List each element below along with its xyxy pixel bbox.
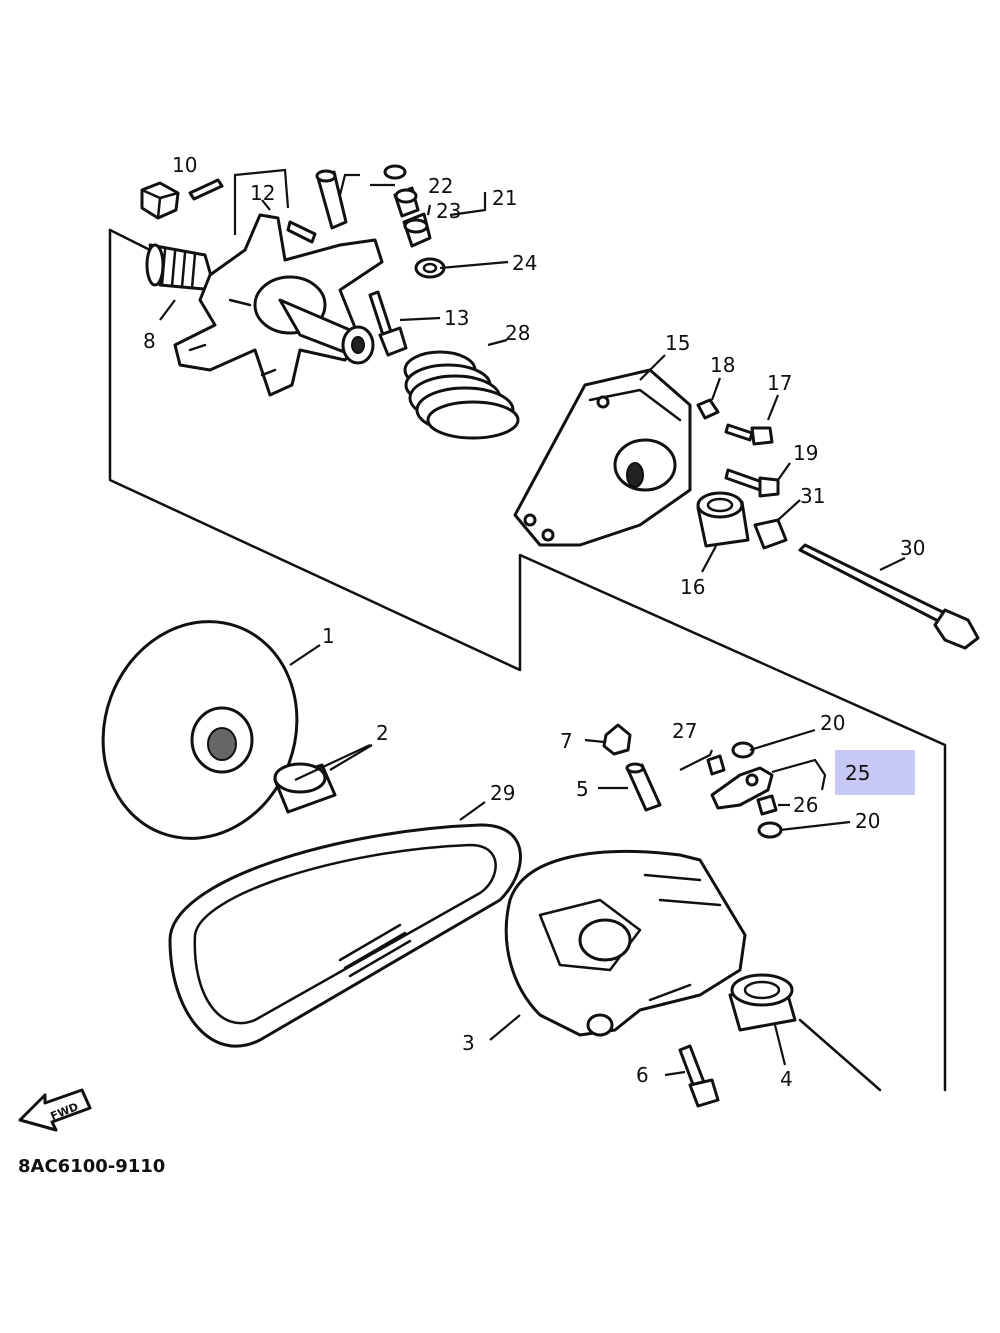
- part-28-spring: [403, 350, 520, 440]
- label-part-3: 3: [462, 1031, 475, 1055]
- label-part-31: 31: [800, 484, 825, 508]
- part-19-bolt: [724, 468, 780, 498]
- label-part-10: 10: [172, 153, 197, 177]
- label-part-15: 15: [665, 331, 690, 355]
- label-part-16: 16: [680, 575, 705, 599]
- diagram-code: 8AC6100-9110: [18, 1156, 165, 1177]
- label-part-20-upper: 20: [820, 711, 845, 735]
- label-part-5: 5: [576, 777, 589, 801]
- part-30-long-bolt: [798, 543, 980, 650]
- part-24-washer: [414, 257, 446, 279]
- part-7-nut: [602, 723, 632, 756]
- label-part-22: 22: [428, 174, 453, 198]
- label-part-18: 18: [710, 353, 735, 377]
- part-10-block: [140, 178, 224, 220]
- label-part-2: 2: [376, 721, 389, 745]
- label-part-27: 27: [672, 719, 697, 743]
- label-part-4: 4: [780, 1067, 793, 1091]
- label-part-23: 23: [436, 199, 461, 223]
- part-26-roller: [756, 794, 778, 816]
- label-part-12: 12: [250, 181, 275, 205]
- label-part-20-lower: 20: [855, 809, 880, 833]
- part-31-nut: [753, 518, 788, 550]
- part-17-bolt: [724, 423, 774, 446]
- part-21-adjuster: [383, 164, 432, 248]
- label-part-7: 7: [560, 729, 573, 753]
- label-part-26: 26: [793, 793, 818, 817]
- label-part-24: 24: [512, 251, 537, 275]
- label-part-1: 1: [322, 624, 335, 648]
- label-part-13: 13: [444, 306, 469, 330]
- part-5-pin: [625, 762, 662, 812]
- part-12-pin: [286, 169, 348, 244]
- part-16-bushing: [696, 491, 750, 548]
- label-part-25: 25: [845, 761, 870, 785]
- fwd-arrow-icon: FWD: [18, 1088, 92, 1132]
- part-25-arm: [710, 766, 774, 810]
- part-13-bolt: [368, 290, 408, 357]
- label-part-21: 21: [492, 186, 517, 210]
- part-20-washer-lower: [757, 821, 783, 839]
- part-15-cover: [513, 368, 692, 547]
- part-2-bushing: [273, 762, 337, 814]
- label-part-29: 29: [490, 781, 515, 805]
- label-part-17: 17: [767, 371, 792, 395]
- label-part-8: 8: [143, 329, 156, 353]
- part-25-highlight: [835, 750, 915, 795]
- part-6-bolt: [678, 1044, 720, 1108]
- label-part-6: 6: [636, 1063, 649, 1087]
- part-8-spider-hub: [145, 213, 384, 397]
- part-27-pin: [706, 754, 726, 776]
- label-part-19: 19: [793, 441, 818, 465]
- part-1-sheave: [101, 620, 299, 840]
- part-3-clutch-housing: [504, 850, 747, 1037]
- label-part-28: 28: [505, 321, 530, 345]
- leader-lines: [159, 168, 906, 1077]
- part-4-bushing: [728, 973, 797, 1032]
- part-labels: 10 8 12 22 23 21 24 13 28 15 18 17 19 31…: [143, 153, 925, 1091]
- label-part-30: 30: [900, 536, 925, 560]
- part-18-washer: [696, 398, 720, 420]
- part-29-belt: [168, 823, 522, 1048]
